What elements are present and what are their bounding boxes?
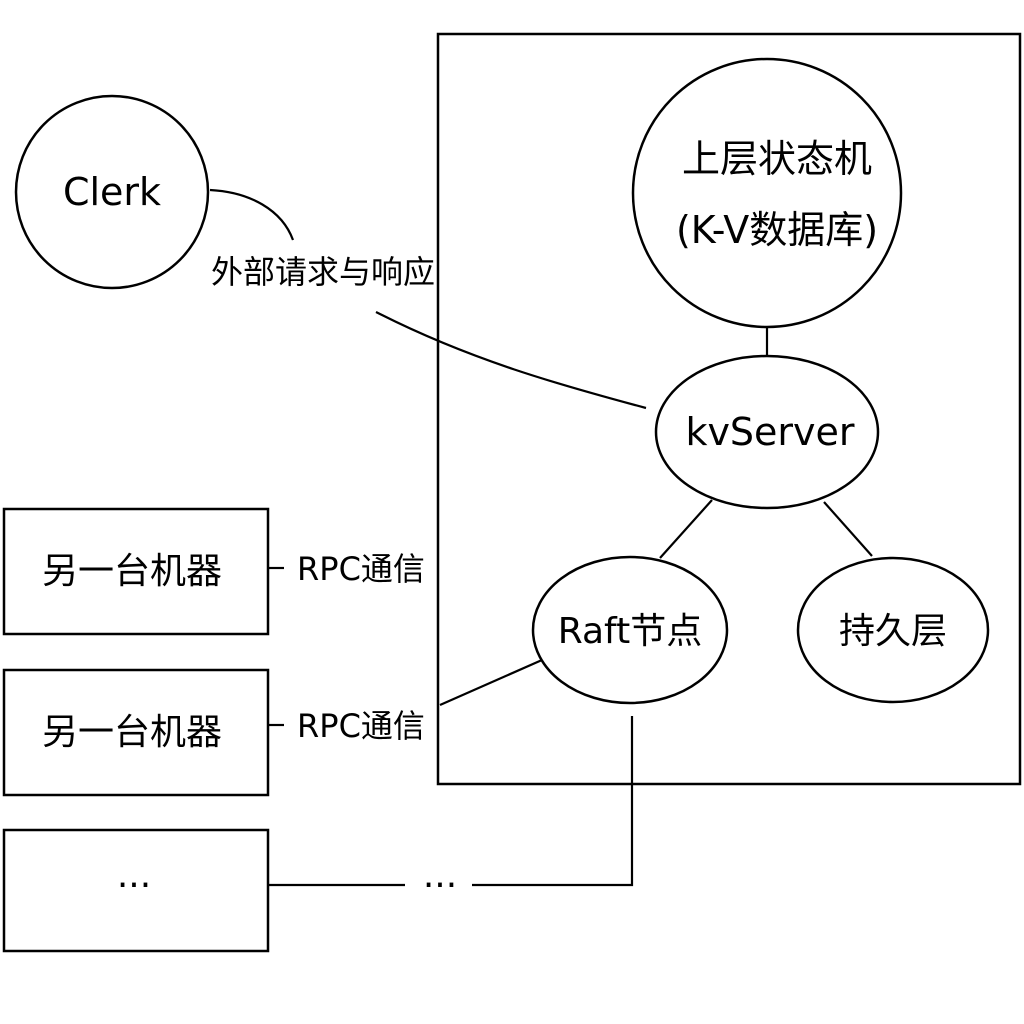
kvserver-label: kvServer — [685, 410, 854, 454]
machine-box-more — [2, 828, 270, 953]
rpc-label-1: RPC通信 — [297, 550, 425, 588]
edge-raft-more — [472, 716, 634, 887]
persist-label: 持久层 — [839, 611, 947, 652]
edge-kvserver-persist — [823, 501, 873, 557]
machine-label-1: 另一台机器 — [42, 551, 222, 592]
machine-box-1 — [2, 507, 270, 636]
kvserver-node — [654, 354, 880, 510]
machine-box-2 — [2, 668, 270, 797]
edge-clerk-external-upper — [209, 188, 295, 241]
edge-kvserver-raft — [659, 499, 713, 559]
more-connection-label: ··· — [423, 865, 457, 906]
persist-node — [796, 556, 990, 704]
machine-label-2: 另一台机器 — [42, 712, 222, 753]
clerk-node — [14, 94, 210, 290]
clerk-label: Clerk — [63, 170, 161, 214]
state-machine-node — [631, 57, 903, 329]
edge-external-kvserver — [375, 311, 647, 410]
external-request-label: 外部请求与响应 — [211, 253, 435, 291]
raft-node — [531, 555, 729, 705]
state-machine-label-line1: 上层状态机 — [682, 137, 872, 181]
edge-rpc2-raft — [439, 658, 543, 707]
state-machine-label-line2: (K-V数据库) — [676, 208, 878, 252]
raft-label: Raft节点 — [558, 611, 702, 652]
machine-more-label: ··· — [117, 865, 151, 906]
rpc-label-2: RPC通信 — [297, 707, 425, 745]
